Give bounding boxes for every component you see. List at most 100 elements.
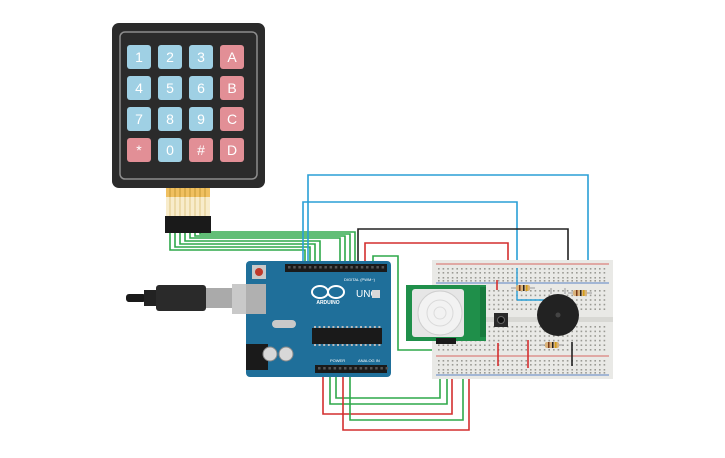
breadboard-hole[interactable] (553, 272, 555, 274)
breadboard-hole[interactable] (562, 364, 564, 366)
breadboard-hole[interactable] (525, 308, 527, 310)
breadboard-hole[interactable] (516, 308, 518, 310)
breadboard-hole[interactable] (442, 364, 445, 366)
breadboard-hole[interactable] (497, 330, 500, 333)
breadboard-hole[interactable] (548, 372, 550, 374)
breadboard-hole[interactable] (580, 303, 583, 306)
breadboard-hole[interactable] (603, 369, 606, 371)
breadboard-hole[interactable] (580, 360, 583, 362)
breadboard-hole[interactable] (484, 369, 486, 371)
key-face[interactable] (189, 76, 213, 100)
breadboard-hole[interactable] (562, 268, 564, 270)
breadboard-hole[interactable] (603, 372, 606, 374)
breadboard-hole[interactable] (534, 268, 537, 270)
green-wire-b[interactable] (335, 372, 441, 399)
breadboard-hole[interactable] (603, 364, 606, 366)
header-pin[interactable] (345, 266, 348, 269)
breadboard-hole[interactable] (594, 290, 596, 292)
arduino-uno[interactable]: ARDUINO UNO DIGITAL (PWM~) POWER ANALOG … (246, 261, 391, 377)
breadboard-hole[interactable] (548, 335, 550, 337)
breadboard-hole[interactable] (516, 339, 518, 342)
breadboard-hole[interactable] (553, 268, 555, 270)
header-pin[interactable] (323, 367, 326, 370)
breadboard-hole[interactable] (562, 272, 564, 274)
breadboard-hole[interactable] (461, 364, 463, 366)
breadboard-hole[interactable] (470, 349, 472, 351)
breadboard-hole[interactable] (589, 280, 592, 282)
breadboard-hole[interactable] (520, 364, 523, 366)
breadboard-hole[interactable] (589, 344, 592, 346)
breadboard-hole[interactable] (557, 349, 560, 351)
breadboard-hole[interactable] (585, 369, 587, 371)
breadboard-hole[interactable] (580, 280, 583, 282)
breadboard-hole[interactable] (534, 290, 537, 292)
breadboard-hole[interactable] (530, 280, 532, 282)
breadboard-hole[interactable] (516, 326, 518, 328)
breadboard-hole[interactable] (507, 294, 509, 297)
header-pin[interactable] (298, 266, 301, 269)
breadboard-hole[interactable] (543, 364, 546, 366)
breadboard-hole[interactable] (562, 290, 564, 292)
breadboard-hole[interactable] (456, 372, 458, 374)
breadboard-hole[interactable] (484, 372, 486, 374)
breadboard-hole[interactable] (566, 364, 569, 366)
breadboard-hole[interactable] (507, 308, 509, 310)
keypad-wire-5[interactable] (189, 232, 341, 266)
breadboard-hole[interactable] (493, 277, 495, 279)
breadboard-hole[interactable] (488, 360, 491, 362)
breadboard-hole[interactable] (447, 280, 449, 282)
breadboard-hole[interactable] (520, 277, 523, 279)
header-pin[interactable] (334, 266, 338, 269)
breadboard-hole[interactable] (543, 349, 546, 351)
breadboard-hole[interactable] (530, 272, 532, 274)
breadboard-hole[interactable] (456, 277, 458, 279)
breadboard-hole[interactable] (516, 364, 518, 366)
breadboard-hole[interactable] (585, 280, 587, 282)
key-A[interactable]: A (220, 45, 244, 69)
breadboard-hole[interactable] (447, 369, 449, 371)
breadboard-hole[interactable] (603, 335, 606, 337)
breadboard-hole[interactable] (566, 335, 569, 337)
breadboard-hole[interactable] (520, 369, 523, 371)
breadboard-hole[interactable] (539, 277, 541, 279)
key-face[interactable] (189, 138, 213, 162)
breadboard-hole[interactable] (507, 290, 509, 292)
breadboard-hole[interactable] (488, 335, 491, 337)
breadboard-hole[interactable] (543, 277, 546, 279)
breadboard-hole[interactable] (493, 339, 495, 342)
red-wire-gnd[interactable] (342, 372, 470, 431)
breadboard-hole[interactable] (479, 280, 481, 282)
header-pin[interactable] (329, 266, 333, 269)
breadboard-hole[interactable] (599, 360, 601, 362)
breadboard-hole[interactable] (507, 280, 509, 282)
breadboard-hole[interactable] (465, 369, 468, 371)
breadboard-hole[interactable] (502, 277, 504, 279)
key-face[interactable] (127, 76, 151, 100)
breadboard-hole[interactable] (530, 372, 532, 374)
breadboard-hole[interactable] (566, 339, 569, 342)
breadboard-hole[interactable] (594, 294, 596, 297)
breadboard-hole[interactable] (516, 344, 518, 346)
breadboard-hole[interactable] (543, 335, 546, 337)
breadboard-hole[interactable] (497, 335, 500, 337)
breadboard-hole[interactable] (507, 272, 509, 274)
breadboard-hole[interactable] (451, 360, 454, 362)
breadboard-hole[interactable] (576, 335, 578, 337)
header-pin[interactable] (381, 266, 385, 269)
breadboard-hole[interactable] (502, 268, 504, 270)
breadboard-hole[interactable] (566, 372, 569, 374)
breadboard-hole[interactable] (576, 303, 578, 306)
breadboard-hole[interactable] (465, 268, 468, 270)
key-8[interactable]: 8 (158, 107, 182, 131)
breadboard-hole[interactable] (603, 277, 606, 279)
breadboard-hole[interactable] (599, 349, 601, 351)
header-pin[interactable] (370, 367, 373, 370)
breadboard-hole[interactable] (451, 272, 454, 274)
breadboard-hole[interactable] (488, 369, 491, 371)
breadboard-hole[interactable] (599, 372, 601, 374)
breadboard-hole[interactable] (539, 335, 541, 337)
breadboard-hole[interactable] (474, 360, 477, 362)
breadboard-hole[interactable] (465, 280, 468, 282)
breadboard-hole[interactable] (566, 272, 569, 274)
